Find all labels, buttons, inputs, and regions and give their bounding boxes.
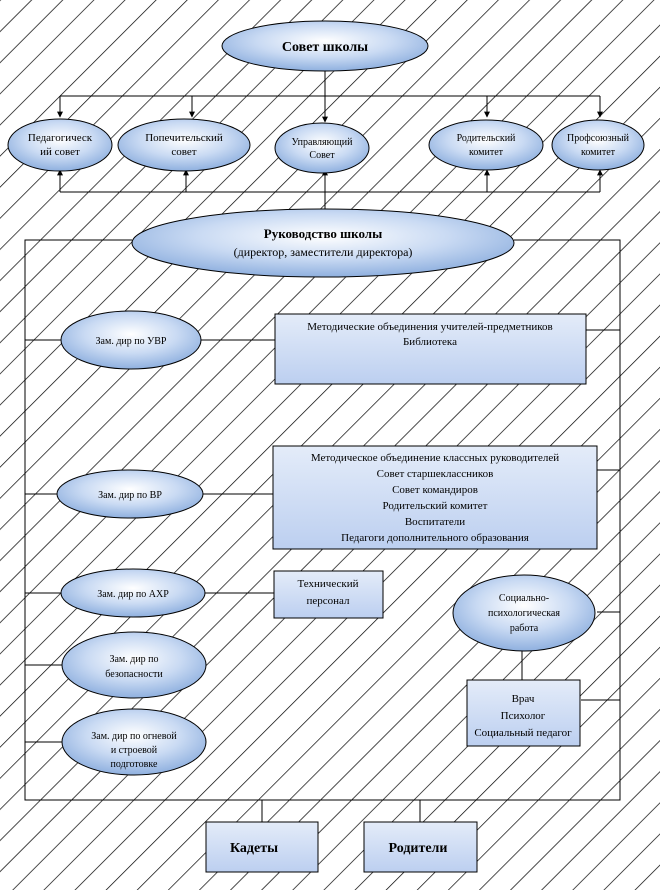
box-cadets-label: Кадеты <box>230 841 278 856</box>
top-connectors <box>57 68 603 215</box>
svg-text:Попечительский: Попечительский <box>145 132 223 144</box>
svg-text:ий совет: ий совет <box>40 146 80 158</box>
deputy-uvr: Зам. дир по УВР <box>60 310 202 370</box>
governing-council-line2: Совет <box>309 150 335 161</box>
deputy-vr-label: Зам. дир по ВР <box>98 490 162 501</box>
pedagogical-council: Педагогическ ий совет <box>7 118 113 172</box>
svg-text:и строевой: и строевой <box>111 745 158 756</box>
school-council-label: Совет школы <box>282 40 368 55</box>
svg-text:Педагогическ: Педагогическ <box>28 132 93 144</box>
governing-council: Управляющий Совет <box>274 122 370 174</box>
pedagogical-council-line2: ий совет <box>40 146 80 158</box>
svg-text:безопасности: безопасности <box>105 669 163 680</box>
trustees-council-line1: Попечительский <box>145 132 223 144</box>
deputy-security-line2: безопасности <box>105 669 163 680</box>
trade-union-committee: Профсоюзный комитет <box>551 119 645 171</box>
box-medical-line1: Врач <box>512 693 535 705</box>
svg-text:Руководство школы: Руководство школы <box>264 226 382 241</box>
pedagogical-council-line1: Педагогическ <box>28 132 93 144</box>
deputy-ahr-label: Зам. дир по АХР <box>97 589 169 600</box>
box-methodical-subject: Методические объединения учителей-предме… <box>274 313 587 385</box>
svg-text:персонал: персонал <box>306 595 350 607</box>
deputy-drill-line2: и строевой <box>111 745 158 756</box>
box-cadets: Кадеты <box>205 821 319 873</box>
box-technical: Технический персонал <box>273 570 384 619</box>
parents-committee-top-line1: Родительский <box>457 133 516 144</box>
svg-text:Совет: Совет <box>309 150 335 161</box>
trade-union-committee-line2: комитет <box>581 147 616 158</box>
svg-text:Методическое объединение класс: Методическое объединение классных руково… <box>311 452 559 464</box>
svg-text:комитет: комитет <box>469 147 504 158</box>
svg-text:Методические объединения учите: Методические объединения учителей-предме… <box>307 321 553 333</box>
deputy-security-line1: Зам. дир по <box>109 654 158 665</box>
svg-text:Воспитатели: Воспитатели <box>405 516 465 528</box>
social-psych-work: Социально- психологическая работа <box>452 574 596 680</box>
trustees-council-line2: совет <box>171 146 196 158</box>
box-class-teachers-line6: Педагоги дополнительного образования <box>341 532 529 544</box>
svg-text:Зам. дир по: Зам. дир по <box>109 654 158 665</box>
svg-text:совет: совет <box>171 146 196 158</box>
svg-text:Библиотека: Библиотека <box>403 336 457 348</box>
school-management-title: Руководство школы <box>264 226 382 241</box>
svg-text:Социально-: Социально- <box>499 593 549 604</box>
box-class-teachers-line3: Совет командиров <box>392 484 478 496</box>
svg-text:Технический: Технический <box>298 578 359 590</box>
svg-text:Совет старшеклассников: Совет старшеклассников <box>377 468 494 480</box>
deputy-drill-line1: Зам. дир по огневой <box>91 731 177 742</box>
social-psych-work-line3: работа <box>510 623 539 634</box>
svg-text:Врач: Врач <box>512 693 535 705</box>
svg-text:Совет командиров: Совет командиров <box>392 484 478 496</box>
box-class-teachers-line2: Совет старшеклассников <box>377 468 494 480</box>
deputy-vr: Зам. дир по ВР <box>56 469 204 519</box>
parents-committee-top: Родительский комитет <box>428 119 544 171</box>
svg-text:подготовке: подготовке <box>111 759 158 770</box>
social-psych-work-line2: психологическая <box>488 608 560 619</box>
deputy-drill: Зам. дир по огневой и строевой подготовк… <box>61 708 207 776</box>
box-class-teachers-line4: Родительский комитет <box>383 500 488 512</box>
svg-text:Профсоюзный: Профсоюзный <box>567 133 630 144</box>
box-technical-line2: персонал <box>306 595 350 607</box>
svg-text:Родительский: Родительский <box>457 133 516 144</box>
box-methodical-subject-line2: Библиотека <box>403 336 457 348</box>
svg-text:(директор, заместители директо: (директор, заместители директора) <box>234 245 413 259</box>
governing-council-line1: Управляющий <box>291 137 353 148</box>
school-management-subtitle: (директор, заместители директора) <box>234 245 413 259</box>
svg-text:работа: работа <box>510 623 539 634</box>
school-council: Совет школы <box>221 20 429 72</box>
deputy-uvr-label: Зам. дир по УВР <box>96 336 167 347</box>
box-technical-line1: Технический <box>298 578 359 590</box>
box-medical: Врач Психолог Социальный педагог <box>466 679 581 747</box>
parents-committee-top-line2: комитет <box>469 147 504 158</box>
box-methodical-subject-line1: Методические объединения учителей-предме… <box>307 321 553 333</box>
deputy-security: Зам. дир по безопасности <box>61 631 207 699</box>
box-class-teachers-line5: Воспитатели <box>405 516 465 528</box>
svg-text:Педагоги дополнительного образ: Педагоги дополнительного образования <box>341 532 529 544</box>
management-frame <box>24 239 621 822</box>
svg-text:Социальный педагог: Социальный педагог <box>474 727 572 739</box>
box-class-teachers-line1: Методическое объединение классных руково… <box>311 452 559 464</box>
svg-text:комитет: комитет <box>581 147 616 158</box>
trustees-council: Попечительский совет <box>117 118 251 172</box>
deputy-drill-line3: подготовке <box>111 759 158 770</box>
svg-text:Управляющий: Управляющий <box>291 137 353 148</box>
box-class-teachers: Методическое объединение классных руково… <box>272 445 598 550</box>
svg-text:Зам. дир по огневой: Зам. дир по огневой <box>91 731 177 742</box>
box-medical-line3: Социальный педагог <box>474 727 572 739</box>
school-management: Руководство школы (директор, заместители… <box>131 208 515 278</box>
box-parents-label: Родители <box>389 841 448 856</box>
deputy-ahr: Зам. дир по АХР <box>60 568 206 618</box>
box-medical-line2: Психолог <box>501 710 546 722</box>
trade-union-committee-line1: Профсоюзный <box>567 133 630 144</box>
social-psych-work-line1: Социально- <box>499 593 549 604</box>
box-parents: Родители <box>363 821 478 873</box>
svg-text:Психолог: Психолог <box>501 710 546 722</box>
svg-text:психологическая: психологическая <box>488 608 560 619</box>
svg-text:Родительский комитет: Родительский комитет <box>383 500 488 512</box>
